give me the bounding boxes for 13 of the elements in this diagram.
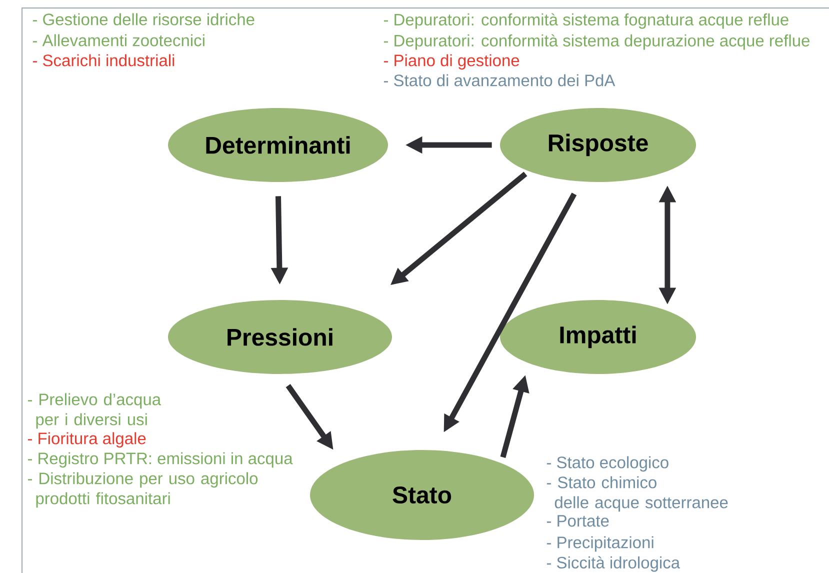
indicator-item: - Depuratori: conformità sistema fognatura acque reflue [384,13,788,29]
indicator-item: - Depuratori: conformità sistema depurazione acque reflue [384,34,810,50]
indicator-item: - Allevamenti zootecnici [32,34,204,46]
indicator-item: - Piano di gestione [384,54,520,70]
indicator-item: - Registro PRTR: emissioni in acqua [28,452,293,468]
indicator-item: - Prelievo d’acqua per i diversi usi [28,393,162,429]
indicator-item: - Stato di avanzamento dei PdA [384,74,616,86]
indicator-item: - Gestione delle risorse idriche [32,13,254,26]
indicator-item: - Siccità idrologica [546,556,680,572]
indicator-item: - Fioritura algale [28,432,146,448]
indicator-item: - Distribuzione per uso agricolo prodotti fitosanitari [28,472,258,508]
indicator-item: - Precipitazioni [546,536,654,552]
indicator-item: - Scarichi industriali [32,54,174,66]
